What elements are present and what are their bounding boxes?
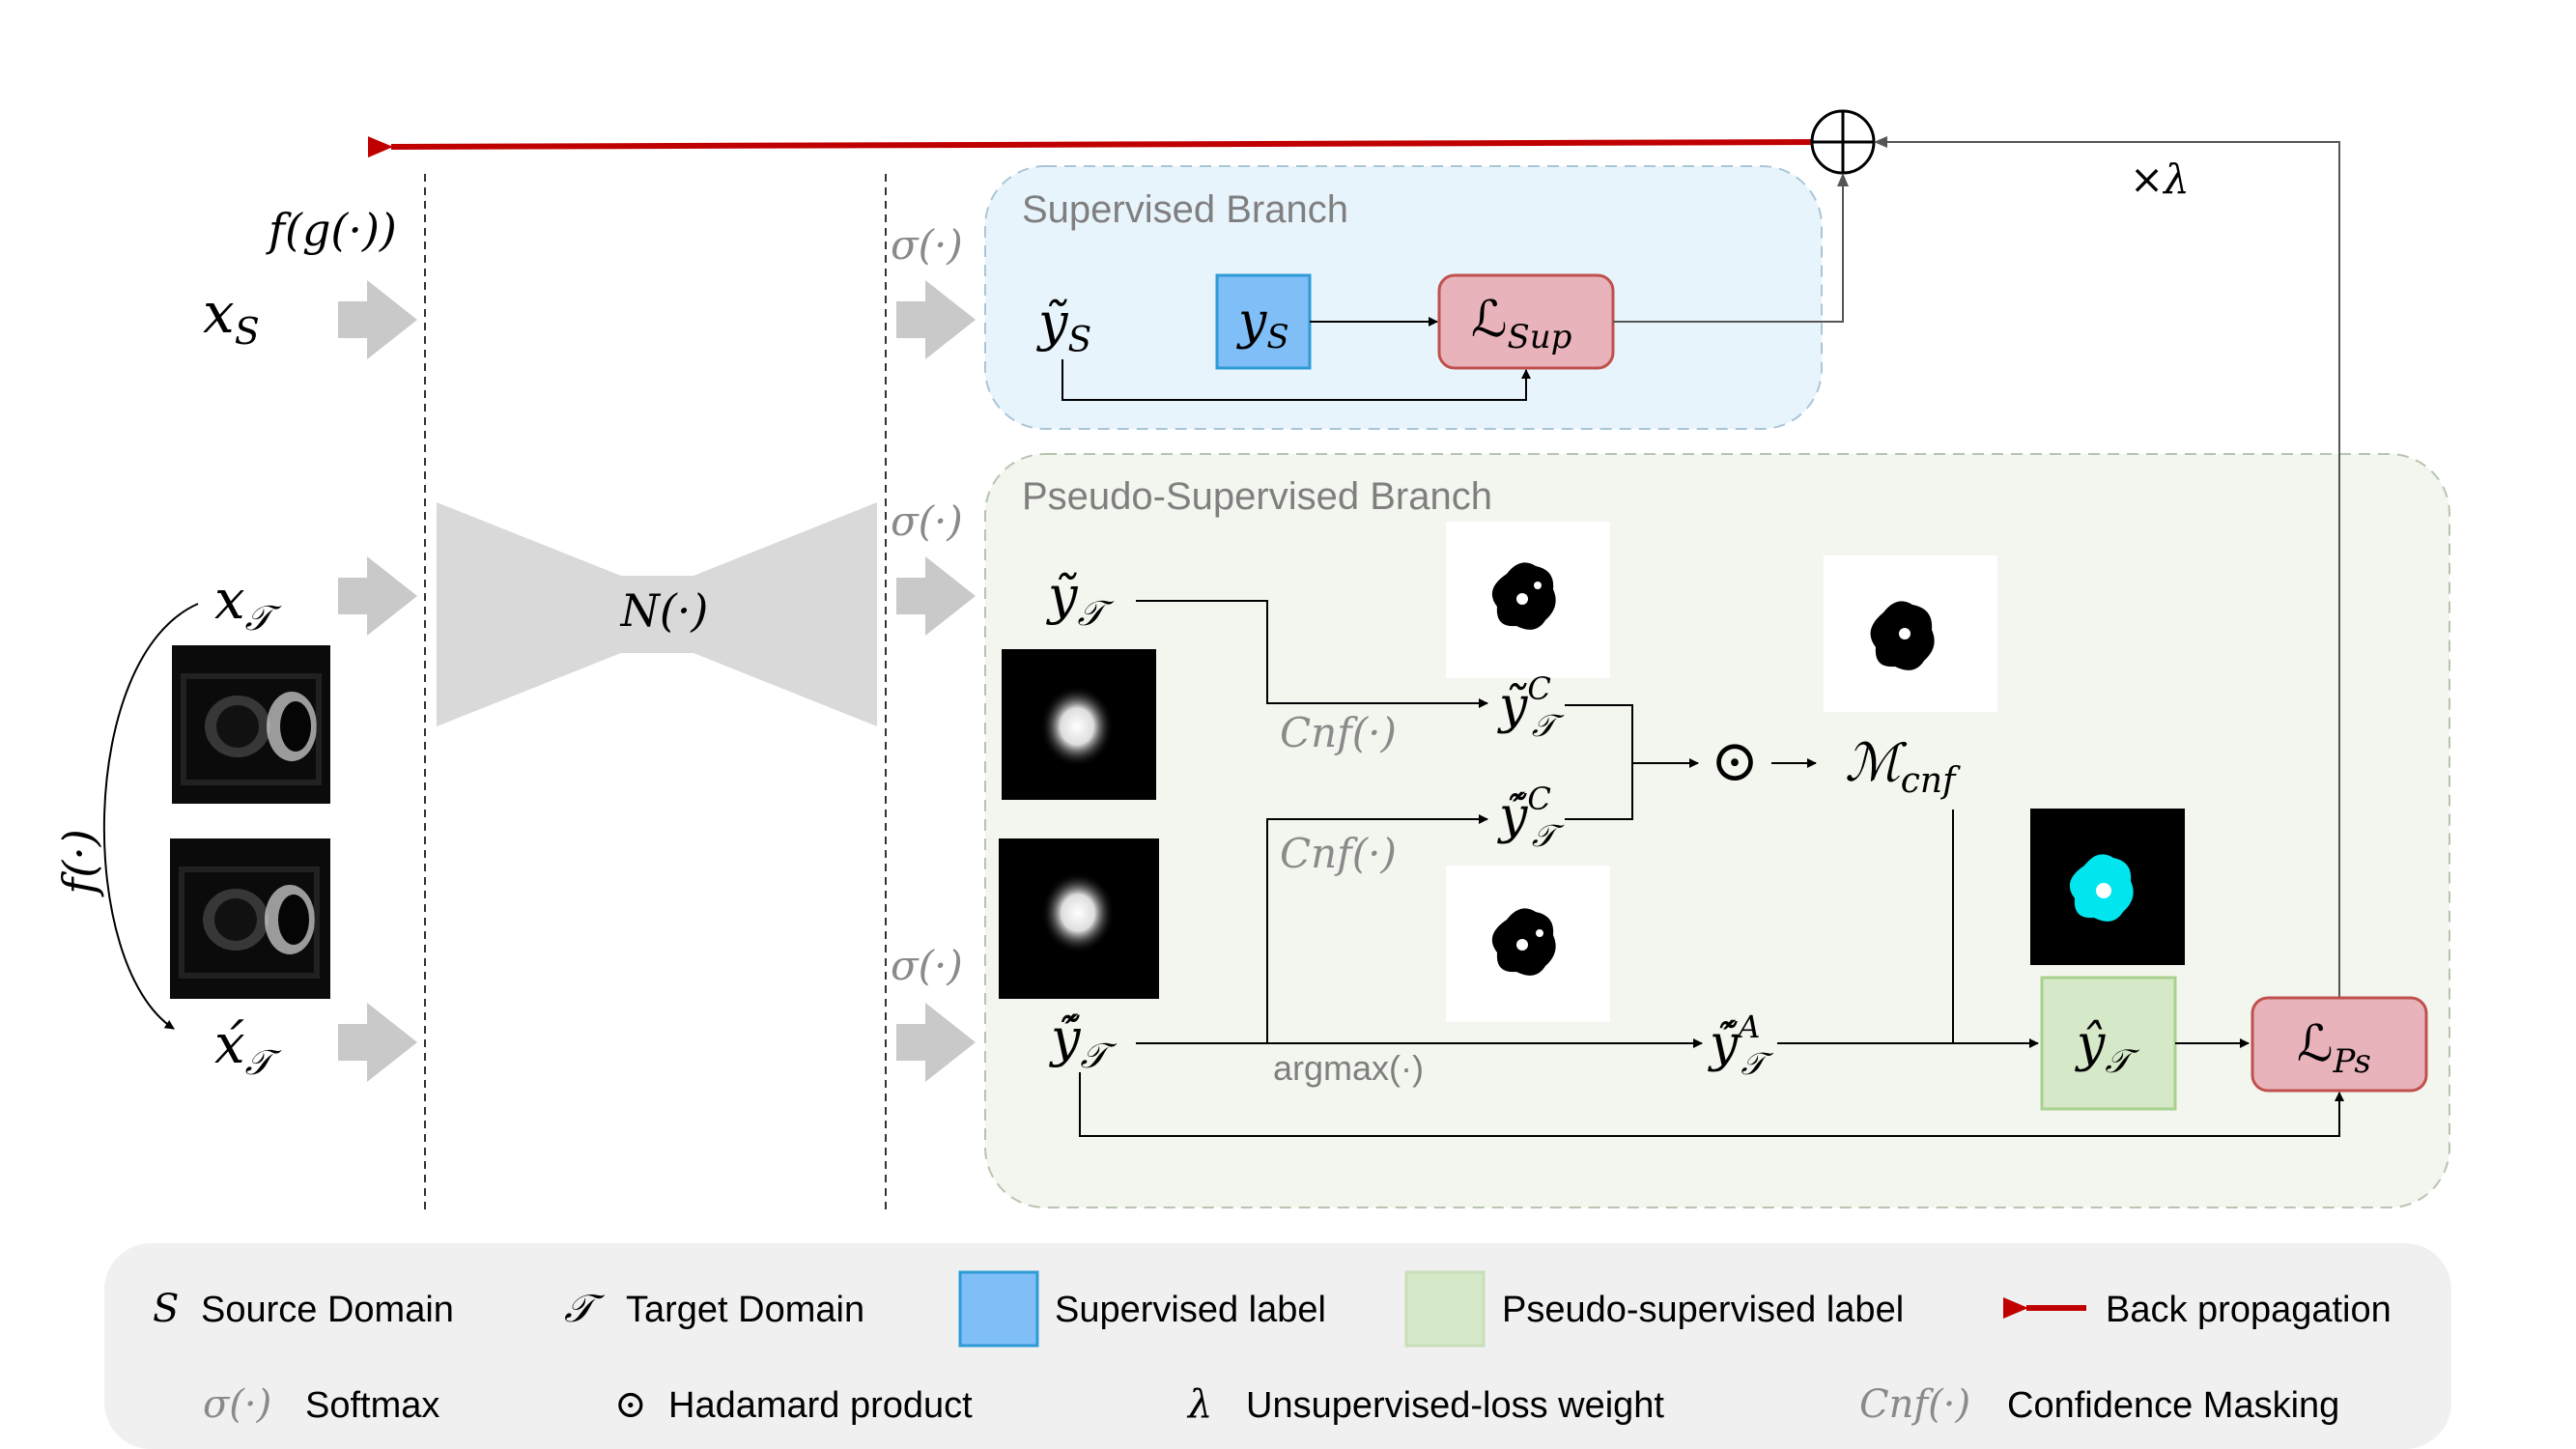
lambda-label: ×λ bbox=[2130, 156, 2190, 203]
softmax-label-pseudo: σ(·) bbox=[891, 497, 963, 545]
grey-arrow-xtp-left bbox=[338, 1003, 417, 1082]
mask-conf-augmented bbox=[1446, 866, 1610, 1022]
arrow-ytp-to-lps bbox=[1079, 1072, 2344, 1137]
augmentation-curve bbox=[102, 603, 199, 1030]
mri-image-augmented bbox=[170, 838, 330, 999]
legend-had-label: Hadamard product bbox=[668, 1385, 973, 1426]
cnf-label-bottom: Cnf(·) bbox=[1280, 830, 1397, 877]
legend-pseudo-swatch bbox=[1404, 1270, 1486, 1348]
ys-tilde: ỹS bbox=[1036, 292, 1091, 360]
legend-sup-swatch bbox=[958, 1270, 1039, 1348]
ys-label: yS bbox=[1236, 293, 1289, 356]
cnf-label-top: Cnf(·) bbox=[1280, 709, 1397, 756]
grey-arrow-xt-right bbox=[896, 556, 976, 636]
mcnf-label: ℳcnf bbox=[1845, 732, 1961, 801]
backprop-arrow bbox=[367, 136, 1826, 158]
mask-combined bbox=[1824, 555, 1997, 712]
legend-had-symbol: ⊙ bbox=[614, 1382, 647, 1427]
input-xt: x𝒯 bbox=[214, 569, 282, 639]
mri-image-original bbox=[172, 645, 330, 804]
legend-bp-label: Back propagation bbox=[2106, 1290, 2392, 1330]
input-xs: xS bbox=[203, 280, 260, 353]
arrow-ytp-to-ytpc bbox=[1266, 814, 1488, 1043]
legend-sup-label: Supervised label bbox=[1055, 1290, 1326, 1330]
pseudo-branch-title: Pseudo-Supervised Branch bbox=[1022, 475, 1492, 518]
arrow-yt-to-ytc bbox=[1136, 600, 1488, 708]
legend-s-symbol: S bbox=[153, 1287, 179, 1331]
augmentation-label: f(·) bbox=[53, 829, 105, 897]
supervised-branch-title: Supervised Branch bbox=[1022, 188, 1348, 231]
supervised-label-box bbox=[1215, 273, 1312, 370]
argmax-label: argmax(·) bbox=[1273, 1048, 1424, 1088]
legend-s-label: Source Domain bbox=[201, 1290, 454, 1330]
softmax-label-sup: σ(·) bbox=[891, 221, 963, 269]
legend-softmax-symbol: σ(·) bbox=[203, 1382, 271, 1427]
pseudo-label-overlay bbox=[2030, 809, 2185, 965]
legend-pseudo-label: Pseudo-supervised label bbox=[1502, 1290, 1904, 1330]
loss-sup-label: ℒSup bbox=[1471, 291, 1571, 356]
legend-cnf-symbol: Cnf(·) bbox=[1859, 1382, 1970, 1427]
grey-arrow-xs-left bbox=[338, 280, 417, 359]
loss-ps-box bbox=[2250, 996, 2428, 1093]
supervised-branch-panel bbox=[984, 165, 1823, 430]
legend-lambda-label: Unsupervised-loss weight bbox=[1246, 1385, 1664, 1426]
input-xt-prime: x́𝒯 bbox=[214, 1013, 282, 1083]
legend-softmax-label: Softmax bbox=[305, 1385, 439, 1426]
network-label: N(·) bbox=[620, 584, 709, 637]
prob-map-augmented bbox=[999, 838, 1159, 999]
arrow-lsup-to-sum bbox=[1613, 173, 1849, 323]
softmax-label-aug: σ(·) bbox=[891, 942, 963, 989]
arrow-ystilde-to-lsup bbox=[1062, 359, 1531, 401]
pseudo-branch-panel bbox=[984, 453, 2450, 1208]
network-block bbox=[437, 502, 877, 726]
loss-ps-label: ℒPs bbox=[2297, 1015, 2371, 1081]
lps-feedback-line bbox=[1874, 136, 2340, 998]
legend-panel bbox=[104, 1243, 2451, 1449]
prob-map-target bbox=[1002, 649, 1156, 800]
fg-label: f(g(·)) bbox=[266, 204, 397, 256]
mask-conf-target bbox=[1446, 522, 1610, 678]
sum-node bbox=[1810, 109, 1876, 175]
legend-t-label: Target Domain bbox=[626, 1290, 864, 1330]
grey-arrow-xs-right bbox=[896, 280, 976, 359]
grey-arrow-xt-left bbox=[338, 556, 417, 636]
grey-arrow-xtp-right bbox=[896, 1003, 976, 1082]
legend-cnf-label: Confidence Masking bbox=[2007, 1385, 2339, 1426]
hadamard-op: ⊙ bbox=[1711, 727, 1759, 795]
pseudo-label-box bbox=[2040, 976, 2177, 1111]
legend-lambda-symbol: λ bbox=[1186, 1382, 1212, 1427]
